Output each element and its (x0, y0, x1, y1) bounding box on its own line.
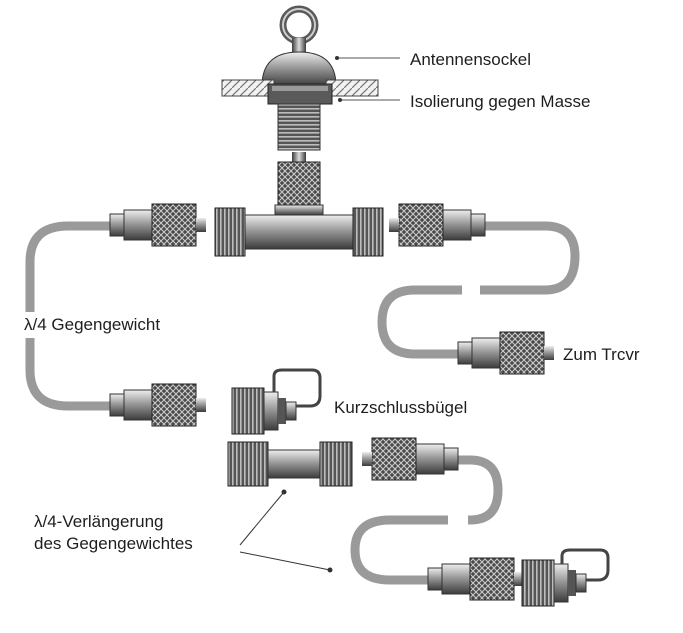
antenna-thread (277, 103, 321, 151)
barrel-adapter (227, 441, 353, 487)
label-antenna-base: Antennensockel (410, 50, 531, 69)
pl-plug-transceiver (457, 331, 554, 375)
pl-plug-extension-start (362, 437, 459, 481)
short-circuit-cap-top (231, 368, 322, 435)
cable-left-counterpoise (25, 221, 110, 411)
t-adapter (214, 152, 384, 257)
cable-extension (350, 455, 503, 585)
pl-plug-extension-end (427, 557, 524, 601)
t-adapter-right-thread (352, 207, 384, 257)
pointer-lines (239, 489, 333, 573)
t-adapter-nut (277, 161, 321, 209)
cable-transceiver (377, 221, 580, 359)
short-circuit-cap-bottom (521, 548, 610, 607)
label-to-transceiver: Zum Trcvr (563, 345, 640, 364)
label-extension-line1: λ/4-Verlängerung (34, 512, 164, 531)
t-adapter-left-thread (214, 207, 246, 257)
label-short-circuit-cap: Kurzschlussbügel (334, 398, 468, 417)
mounting-plate-right (325, 79, 379, 97)
pl-plug-bottom-left (109, 383, 206, 427)
label-counterpoise: λ/4 Gegengewicht (22, 315, 163, 335)
pl-plug-top-left (109, 203, 206, 247)
antenna-base (221, 5, 400, 151)
label-insulation: Isolierung gegen Masse (410, 92, 591, 111)
label-extension-line2: des Gegengewichtes (34, 534, 193, 553)
pl-plug-top-right (389, 203, 486, 247)
antenna-dome (261, 51, 337, 87)
mounting-plate-left (221, 79, 275, 97)
